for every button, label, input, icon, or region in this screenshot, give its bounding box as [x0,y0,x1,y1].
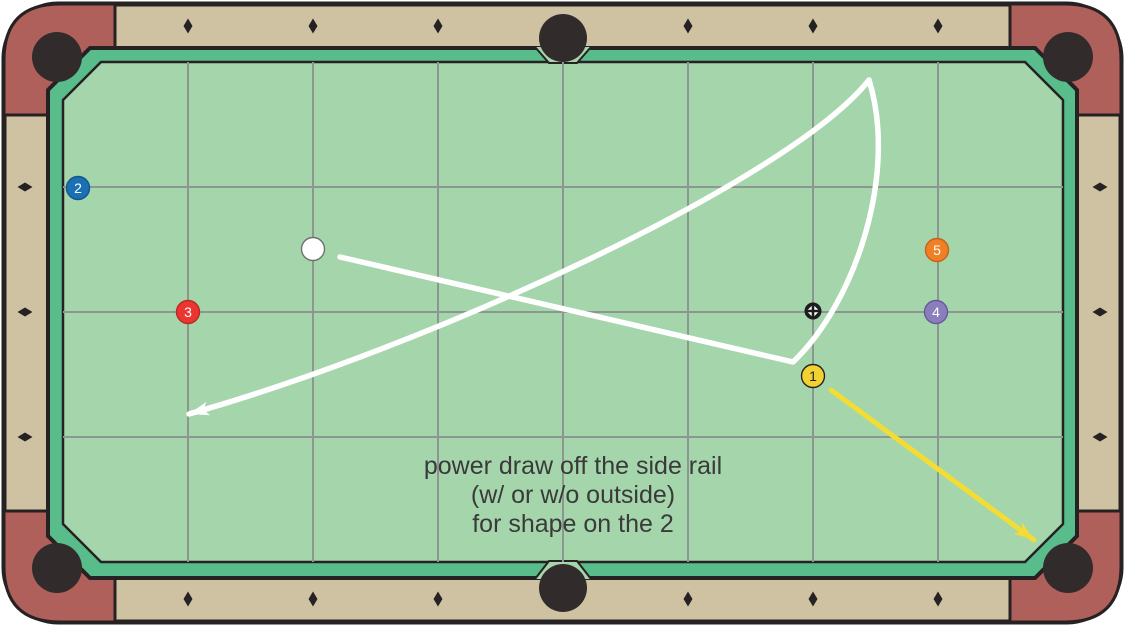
ball-5: 5 [924,237,950,263]
rail-diamond-icon [683,591,693,607]
rail-sights [17,18,1108,607]
cloth-grid [63,62,1063,562]
ball-4-number: 4 [932,304,940,320]
ghost-ball-target-icon [804,302,822,320]
rail-diamond-icon [308,591,318,607]
annotation-line-1: power draw off the side rail [424,452,722,480]
one-ball-to-pocket-line [828,387,1037,543]
rail-diamond-icon [433,591,443,607]
pocket-top-left [32,32,82,82]
ball-1: 1 [800,363,826,389]
rail-diamond-icon [183,18,193,34]
ball-cue-circle [300,236,326,262]
pocket-top-right [1043,32,1093,82]
ball-5-circle [924,237,950,263]
ball-1-circle [800,363,826,389]
pockets [32,14,1093,612]
rail-diamond-icon [1092,182,1108,192]
ball-4-circle [923,299,949,325]
rail-diamond-icon [1092,432,1108,442]
rail-diamond-icon [17,432,33,442]
annotation-line-3: for shape on the 2 [472,510,674,538]
annotation-line-2: (w/ or w/o outside) [471,481,675,509]
rail-diamond-icon [183,591,193,607]
ball-cue [300,236,326,262]
rail-diamond-icon [308,18,318,34]
rail-diamond-icon [433,18,443,34]
rail-diamond-icon [17,307,33,317]
ball-3: 3 [175,299,201,325]
ball-2-number: 2 [74,180,82,196]
ball-4: 4 [923,299,949,325]
ball-3-number: 3 [184,304,192,320]
pocket-bottom-middle [539,564,587,612]
ball-3-circle [175,299,201,325]
pocket-bottom-left [32,543,82,593]
ball-2-circle [65,175,91,201]
ball-2: 2 [65,175,91,201]
cue-ball-path [186,77,882,417]
rail-diamond-icon [683,18,693,34]
rail-diamond-icon [933,18,943,34]
rail-diamond-icon [808,18,818,34]
ball-1-number: 1 [809,368,817,384]
shot-paths [186,77,1037,543]
pocket-top-middle [539,14,587,62]
ball-5-number: 5 [933,242,941,258]
pocket-bottom-right [1043,543,1093,593]
annotation-text: power draw off the side rail (w/ or w/o … [424,452,722,538]
rail-diamond-icon [933,591,943,607]
balls: 1 2 3 4 5 [65,175,950,389]
rail-diamond-icon [1092,307,1108,317]
rail-diamond-icon [808,591,818,607]
rail-diamond-icon [17,182,33,192]
